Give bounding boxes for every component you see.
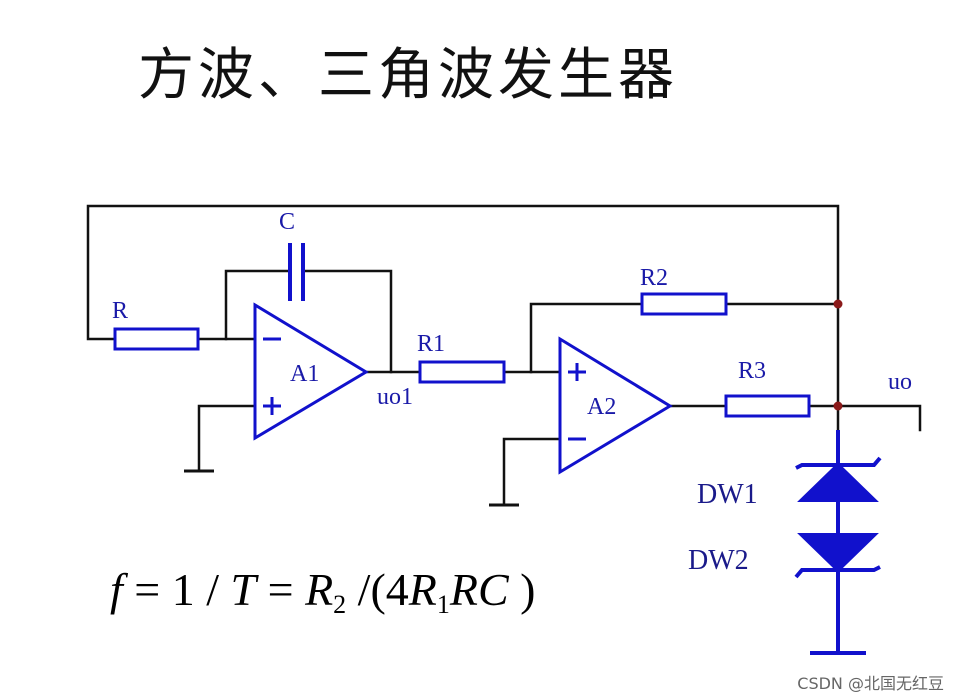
- resistor-r3: [724, 394, 811, 418]
- node-r2: [833, 299, 843, 309]
- node-out: [833, 401, 843, 411]
- label-a2: A2: [587, 394, 616, 420]
- formula-rc: RC: [449, 564, 509, 615]
- formula-r2-sub: 2: [333, 590, 347, 619]
- opamp-a2: [558, 336, 673, 475]
- label-r1: R1: [417, 331, 445, 357]
- wire-a2-ground: [502, 437, 562, 507]
- formula-mid: /(4: [346, 564, 409, 615]
- wire-a1-ground: [197, 404, 257, 473]
- resistor-r2: [640, 292, 728, 316]
- zener-dw1: [797, 462, 879, 502]
- label-uo: uo: [888, 369, 912, 395]
- page-title: 方波、三角波发生器: [138, 43, 678, 108]
- formula-end: ): [508, 564, 536, 615]
- label-r2: R2: [640, 265, 668, 291]
- label-r3: R3: [738, 358, 766, 384]
- wire-uo: [836, 404, 922, 432]
- wires: [86, 204, 922, 507]
- label-dw1: DW1: [697, 479, 758, 510]
- resistor-r1: [418, 360, 506, 384]
- wire-cap-left: [224, 269, 292, 341]
- zener-dw1-bar: [795, 456, 882, 470]
- components: [113, 243, 811, 475]
- frequency-formula: f = 1 / T = R2 /(4R1RC ): [110, 563, 536, 620]
- ground-symbols: [184, 469, 519, 507]
- opamp-signs: [263, 337, 586, 441]
- junction-nodes: [833, 299, 843, 411]
- label-r: R: [112, 298, 128, 324]
- resistor-r: [113, 327, 200, 351]
- formula-eq2: =: [256, 564, 306, 615]
- wire-cap-right: [301, 269, 393, 374]
- wire-r2-left: [529, 302, 644, 374]
- formula-eq1: = 1 /: [122, 564, 231, 615]
- label-dw2: DW2: [688, 545, 749, 576]
- formula-f: f: [110, 564, 123, 615]
- label-a1: A1: [290, 361, 319, 387]
- wire-outer-feedback: [86, 204, 840, 341]
- formula-r1: R: [408, 564, 437, 615]
- zener-dw2: [797, 533, 879, 573]
- opamp-a1: [253, 302, 369, 441]
- label-c: C: [279, 209, 295, 235]
- watermark: CSDN @北国无红豆: [797, 674, 944, 693]
- label-uo1: uo1: [377, 384, 413, 410]
- formula-t: T: [230, 564, 257, 615]
- zener-stack: [794, 430, 882, 655]
- formula-r2: R: [305, 564, 334, 615]
- formula-r1-sub: 1: [436, 590, 450, 619]
